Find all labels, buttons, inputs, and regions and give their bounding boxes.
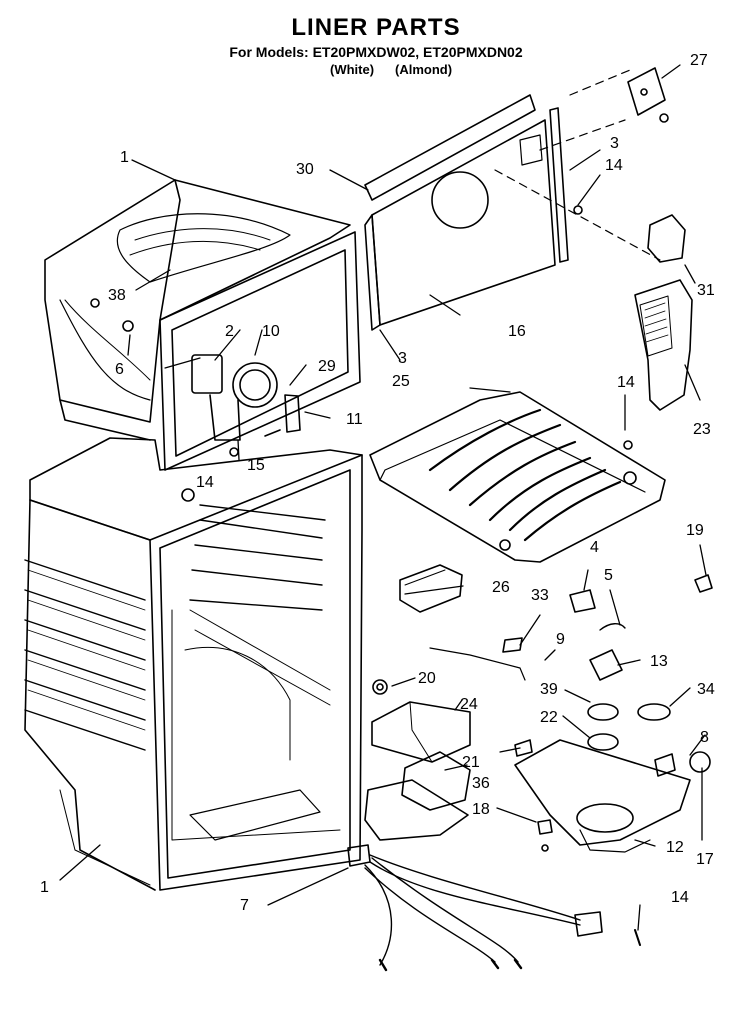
color-white-label: (White) <box>330 62 375 77</box>
crisper-cover-25 <box>369 391 666 563</box>
callout-31: 31 <box>697 282 715 299</box>
callout-14-top: 14 <box>605 157 623 174</box>
callout-22: 22 <box>540 709 558 726</box>
wiring-harness-7 <box>347 844 603 972</box>
damper-control-assembly <box>164 354 301 457</box>
light-housing-12 <box>514 739 691 853</box>
cover-27 <box>573 67 669 215</box>
callout-15: 15 <box>247 457 265 474</box>
callout-34: 34 <box>697 681 715 698</box>
callout-14-bottom: 14 <box>671 889 689 906</box>
callout-11: 11 <box>346 411 363 428</box>
callout-10: 10 <box>262 323 280 340</box>
callout-18: 18 <box>472 801 490 818</box>
freezer-liner <box>44 179 361 471</box>
callout-16: 16 <box>508 323 526 340</box>
models-line: For Models: ET20PMXDW02, ET20PMXDN02 <box>229 44 523 60</box>
callout-21: 21 <box>462 754 480 771</box>
callout-1-lower: 1 <box>40 879 49 896</box>
callout-19: 19 <box>686 522 704 539</box>
air-duct-23 <box>634 214 693 411</box>
callout-26: 26 <box>492 579 510 596</box>
callout-14-right: 14 <box>617 374 635 391</box>
callout-2: 2 <box>225 323 234 340</box>
callout-23: 23 <box>693 421 711 438</box>
shelf-parts-24-21 <box>364 701 471 841</box>
callout-8: 8 <box>700 729 709 746</box>
small-parts <box>372 564 713 946</box>
leader-lines <box>59 64 707 931</box>
callout-27: 27 <box>690 52 708 69</box>
callout-12: 12 <box>666 839 684 856</box>
diagram-title: LINER PARTS <box>291 14 461 41</box>
callout-36: 36 <box>472 775 490 792</box>
callout-6: 6 <box>115 361 124 378</box>
callout-24: 24 <box>460 696 478 713</box>
callout-3-left: 3 <box>398 350 407 367</box>
callout-33: 33 <box>531 587 549 604</box>
callout-3-right: 3 <box>610 135 619 152</box>
callout-7: 7 <box>240 897 249 914</box>
callout-9: 9 <box>556 631 565 648</box>
callout-14-left: 14 <box>196 474 214 491</box>
callout-labels: 1 1 2 3 3 4 5 6 7 8 9 10 11 12 13 14 14 … <box>40 52 715 914</box>
callout-5: 5 <box>604 567 613 584</box>
callout-39: 39 <box>540 681 558 698</box>
callout-29: 29 <box>318 358 336 375</box>
callout-17: 17 <box>696 851 714 868</box>
callout-13: 13 <box>650 653 668 670</box>
callout-25: 25 <box>392 373 410 390</box>
back-panel-assembly <box>364 69 661 331</box>
fresh-food-liner <box>24 437 363 891</box>
callout-38: 38 <box>108 287 126 304</box>
callout-4: 4 <box>590 539 599 556</box>
callout-1-upper: 1 <box>120 149 129 166</box>
callout-20: 20 <box>418 670 436 687</box>
color-almond-label: (Almond) <box>395 62 453 77</box>
callout-30: 30 <box>296 161 314 178</box>
